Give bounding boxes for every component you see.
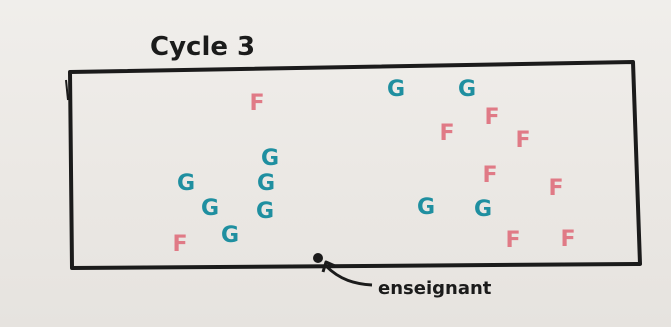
student-g-6: G (201, 196, 219, 221)
student-g-1: G (387, 77, 405, 102)
student-g-3: G (261, 146, 279, 171)
student-f-7: F (172, 232, 187, 257)
student-f-2: F (484, 105, 499, 130)
student-g-9: G (417, 195, 435, 220)
student-g-7: G (256, 199, 274, 224)
student-g-4: G (177, 171, 195, 196)
teacher-arrow-head (321, 260, 336, 273)
teacher-label: enseignant (378, 278, 492, 299)
outline-stroke-mark (65, 79, 69, 101)
student-g-2: G (458, 77, 476, 102)
room-outline (68, 60, 642, 270)
teacher-position-dot (313, 253, 323, 263)
student-f-4: F (515, 128, 530, 153)
student-g-5: G (257, 171, 275, 196)
student-f-5: F (482, 163, 497, 188)
student-f-3: F (439, 121, 454, 146)
student-f-8: F (505, 228, 520, 253)
student-g-10: G (474, 197, 492, 222)
student-g-8: G (221, 223, 239, 248)
student-f-6: F (548, 176, 563, 201)
student-f-1: F (249, 91, 264, 116)
sketch-title: Cycle 3 (150, 32, 255, 62)
teacher-arrow-line (324, 264, 373, 287)
student-f-9: F (560, 227, 575, 252)
